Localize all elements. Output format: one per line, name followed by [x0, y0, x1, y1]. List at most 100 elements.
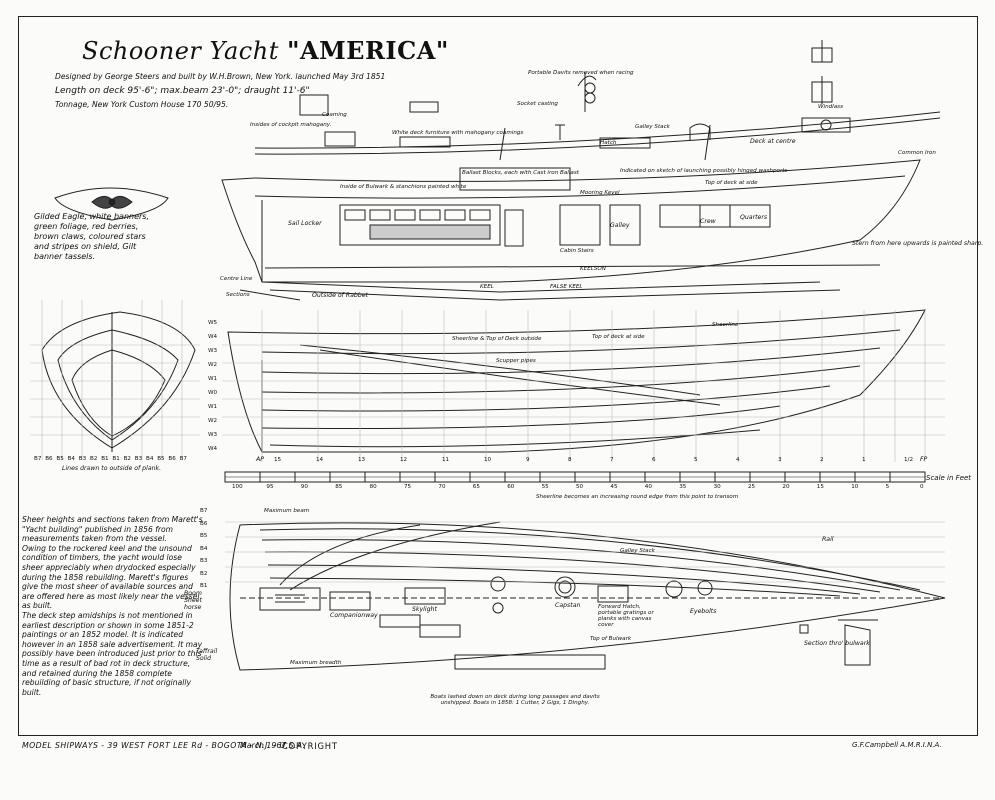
label-boom-sheet-horse: Boom Sheet horse [184, 590, 202, 611]
deck-plan-grid [225, 521, 945, 583]
label-outside-rabbet: Outside of Rabbet [312, 292, 368, 299]
spec-dimensions: Length on deck 95'-6"; max.beam 23'-0"; … [55, 86, 310, 96]
scale-tick-label: 25 [748, 484, 756, 490]
label-galley-stack-plan: Galley Stack [620, 548, 655, 554]
label-ballast: Ballast Blocks, each with Cast iron Ball… [462, 170, 579, 176]
scale-tick-label: 60 [507, 484, 515, 490]
eagle-emblem-note: Gilded Eagle, white banners, green folia… [34, 212, 150, 261]
label-bulwark: Inside of Bulwark & stanchions painted w… [340, 184, 467, 190]
scale-tick-label: 35 [679, 484, 687, 490]
station-number: 12 [400, 457, 408, 463]
waterline-label: W5 [208, 320, 218, 326]
scale-tick-label: 85 [335, 484, 343, 490]
section-tick-label: B3 [78, 456, 87, 462]
note-3: The deck step amidships is not mentioned… [22, 610, 203, 697]
sheer-plan [227, 309, 926, 453]
sheer-plan-grid [222, 310, 945, 462]
station-number: 13 [358, 457, 366, 463]
waterline-label: W4 [208, 334, 218, 340]
label-sheerline-note: Sheerline becomes an increasing round ed… [536, 494, 739, 500]
station-number: 11 [442, 457, 450, 463]
scale-tick-label: 30 [713, 484, 721, 490]
station-number: 4 [736, 457, 740, 463]
section-tick-label: B1 [101, 456, 109, 462]
label-keelson: KEELSON [580, 266, 606, 272]
label-coaming: Coaming [322, 112, 347, 118]
station-number: 14 [316, 457, 324, 463]
label-eyebolts: Eyebolts [690, 608, 717, 615]
waterline-label: W0 [208, 390, 218, 396]
label-deck-furniture: White deck furniture with mahogany coami… [392, 130, 524, 136]
section-tick-label: B2 [123, 456, 131, 462]
station-number: 10 [484, 457, 492, 463]
label-scupper-pipes: Scupper pipes [496, 358, 536, 364]
label-hatch: Hatch [600, 140, 617, 146]
station-number: 15 [274, 457, 282, 463]
label-lines-note: Lines drawn to outside of plank. [62, 465, 162, 472]
drawing-title: Schooner Yacht "AMERICA" [82, 36, 449, 65]
label-stern-note: Stern from here upwards is painted sharp… [852, 240, 984, 247]
station-number: 2 [820, 457, 824, 463]
station-number: 9 [526, 457, 530, 463]
label-centre-line: Centre Line [220, 276, 253, 282]
footer-maker: MODEL SHIPWAYS - 39 WEST FORT LEE Rd - B… [22, 741, 306, 750]
footer-signature: G.F.Campbell A.M.R.I.N.A. [852, 741, 942, 749]
spec-designer: Designed by George Steers and built by W… [55, 72, 386, 81]
label-portable-davits: Portable Davits removed when racing [528, 70, 634, 76]
label-skylight: Skylight [412, 606, 437, 613]
buttock-label: B1 [200, 583, 208, 589]
section-tick-label: B6 [168, 456, 176, 462]
label-boats-note: Boats lashed down on deck during long pa… [430, 694, 600, 706]
label-crew: Crew [700, 218, 716, 225]
station-number: 8 [568, 457, 572, 463]
drawing-border [18, 16, 978, 736]
station-number: 6 [652, 457, 656, 463]
title-vessel-name: "AMERICA" [286, 36, 449, 65]
label-top-of-deck: Top of deck at side [705, 180, 758, 186]
station-number: 1 [862, 457, 866, 463]
label-galley-stack: Galley Stack [635, 124, 670, 130]
specifications-block: Designed by George Steers and built by W… [55, 70, 385, 112]
bulwark-section-detail [799, 619, 878, 666]
label-ap: AP [256, 456, 264, 463]
scale-tick-label: 55 [541, 484, 549, 490]
label-forward-hatch: Forward Hatch, portable gratings or plan… [598, 604, 654, 628]
label-galley: Galley [610, 222, 630, 229]
scale-tick-label: 40 [644, 484, 652, 490]
label-sheerline: Sheerline [712, 322, 739, 328]
label-windlass: Windlass [818, 104, 843, 110]
note-1: Sheer heights and sections taken from Ma… [22, 515, 203, 544]
label-deck-at-centre: Deck at centre [750, 138, 796, 145]
scale-tick-label: 45 [610, 484, 618, 490]
section-tick-label: B7 [179, 456, 187, 462]
section-tick-label: B5 [157, 456, 165, 462]
scale-tick-label: 95 [266, 484, 274, 490]
buttock-label: B5 [200, 533, 208, 539]
scale-bar [224, 471, 926, 483]
section-tick-label: B7 [34, 456, 42, 462]
section-tick-label: B2 [90, 456, 98, 462]
construction-notes: Sheer heights and sections taken from Ma… [22, 515, 204, 697]
footer-date: March 1967 [240, 741, 287, 750]
scale-tick-label: 0 [920, 484, 924, 490]
label-false-keel: FALSE KEEL [550, 284, 583, 290]
section-tick-label: B4 [146, 456, 154, 462]
label-sheerline-top: Sheerline & Top of Deck outside [452, 336, 542, 342]
label-inside-cockpit: Insides of cockpit mahogany. [250, 122, 332, 128]
label-common-iron: Common Iron [898, 150, 936, 156]
label-socket-casting: Socket casting [517, 101, 558, 107]
scale-tick-label: 50 [576, 484, 584, 490]
scale-tick-label: 100 [232, 484, 243, 490]
label-keel: KEEL [480, 284, 494, 290]
station-number: 3 [778, 457, 782, 463]
buttock-label: B7 [200, 508, 208, 514]
label-maximum-beam: Maximum beam [264, 508, 310, 514]
waterline-label: W4 [208, 446, 218, 452]
section-tick-label: B4 [67, 456, 75, 462]
scale-tick-label: 90 [300, 484, 308, 490]
waterline-label: W1 [208, 376, 218, 382]
scale-tick-label: 15 [816, 484, 824, 490]
section-tick-label: B5 [56, 456, 64, 462]
waterline-label: W2 [208, 418, 218, 424]
